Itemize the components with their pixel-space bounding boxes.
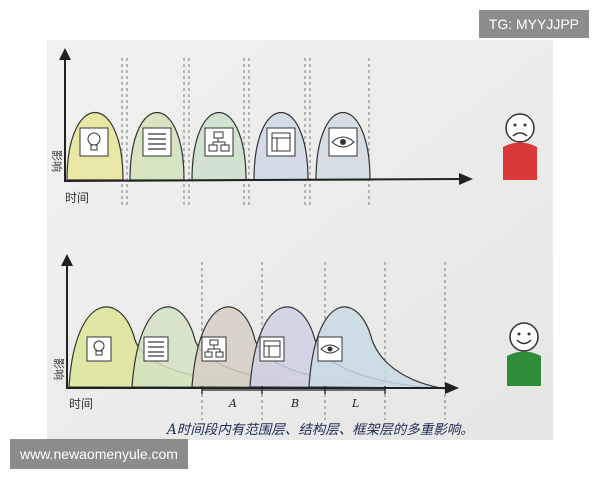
bottom-diagram: A B L 影响 时间 A时间段内有范围层、结构层、框架层的多重影响。: [52, 254, 541, 438]
bracket-b-label: B: [290, 397, 299, 410]
wireframe-icon: [259, 336, 285, 362]
flowchart-icon: [204, 127, 234, 157]
bottom-y-label: 影响: [52, 358, 65, 380]
surface-hump: [308, 306, 443, 389]
top-y-label: 影响: [50, 150, 63, 172]
top-x-axis-arrow: [459, 173, 473, 185]
bottom-x-axis-arrow: [445, 382, 459, 394]
top-diagram: 影响 时间: [50, 48, 537, 205]
bracket-a-label: A: [228, 397, 237, 410]
top-x-label: 时间: [65, 191, 89, 205]
handwritten-note: A时间段内有范围层、结构层、框架层的多重影响。: [165, 422, 474, 438]
happy-face-icon: [507, 322, 541, 386]
sad-face-icon: [503, 113, 537, 180]
eye-icon: [328, 127, 358, 157]
flowchart-icon: [201, 336, 227, 362]
bottom-x-label: 时间: [69, 397, 93, 411]
site-watermark: www.newaomenyule.com: [10, 439, 188, 469]
top-y-axis-arrow: [59, 48, 71, 60]
eye-icon: [317, 336, 343, 362]
list-icon: [142, 127, 172, 157]
lightbulb-icon: [79, 127, 109, 157]
tg-watermark: TG: MYYJJPP: [478, 10, 589, 38]
top-x-axis: [64, 178, 466, 182]
bottom-y-axis-arrow: [61, 254, 73, 266]
lightbulb-icon: [86, 336, 112, 362]
bracket-l-label: L: [351, 397, 359, 410]
list-icon: [143, 336, 169, 362]
diagram-photo: 影响 时间: [47, 40, 553, 440]
wireframe-icon: [266, 127, 296, 157]
